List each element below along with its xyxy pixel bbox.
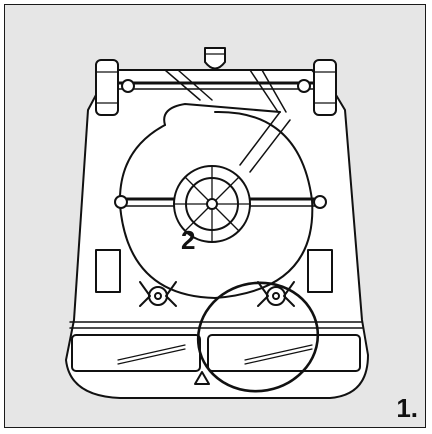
right-hub <box>297 79 311 93</box>
step-number-label: 1. <box>396 393 418 423</box>
impeller-blades <box>173 165 251 243</box>
front-right-roller <box>207 334 361 372</box>
highlight-ellipse <box>196 281 320 393</box>
right-swivel-mount <box>257 281 295 307</box>
impeller-hub <box>206 198 218 210</box>
rear-left-wheel <box>95 59 119 116</box>
front-left-roller <box>71 334 201 372</box>
discharge-fitting <box>204 47 226 70</box>
left-hub <box>121 79 135 93</box>
left-bracket <box>95 249 121 293</box>
part-number-label: 2 <box>181 225 196 255</box>
left-swivel-mount <box>139 281 177 307</box>
right-bracket <box>307 249 333 293</box>
blade-housing <box>118 110 314 299</box>
rear-right-wheel <box>313 59 337 116</box>
